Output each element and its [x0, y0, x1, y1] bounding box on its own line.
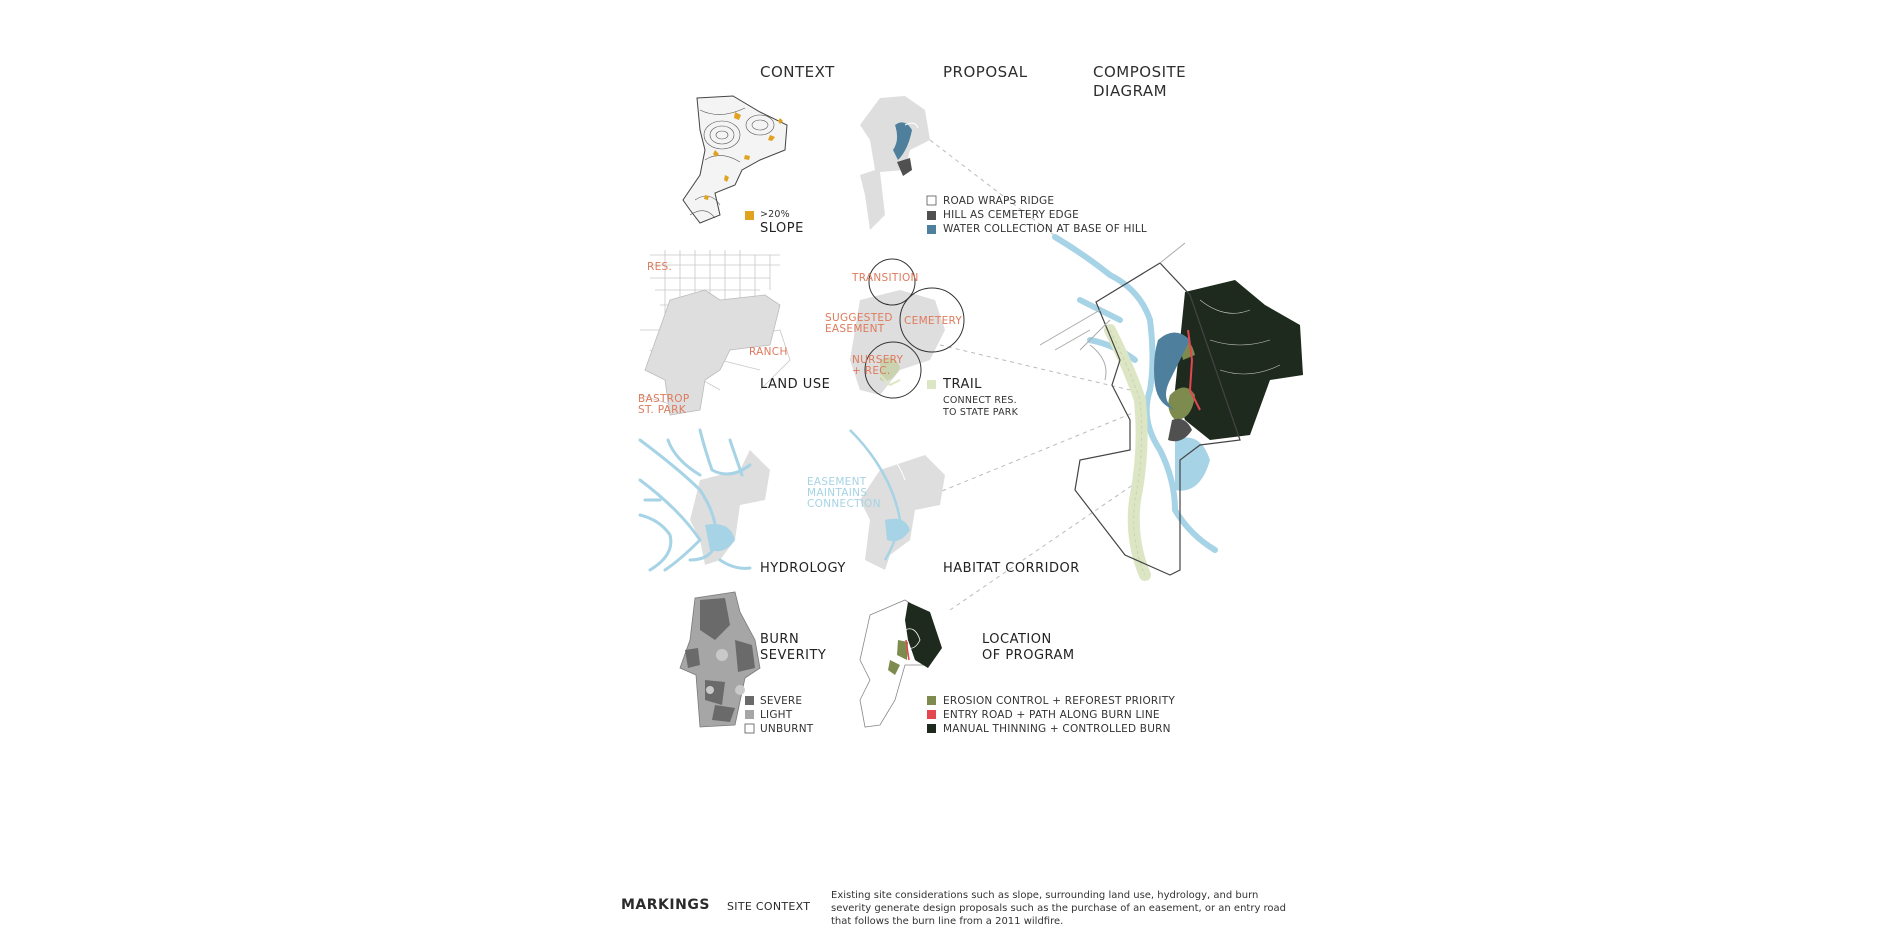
- connector-lines: [919, 139, 1141, 611]
- burn-severity-map: [679, 591, 761, 728]
- circle-label-cemetery: CEMETERY: [904, 315, 963, 327]
- trail-title: TRAIL: [943, 377, 982, 392]
- land-use-label-ranch: RANCH: [749, 346, 788, 358]
- hydrology-map: [638, 428, 770, 572]
- proposal-header: PROPOSAL: [943, 63, 1028, 81]
- program-legend-entry: ENTRY ROAD + PATH ALONG BURN LINE: [943, 709, 1160, 721]
- proposal-topo-map: [860, 96, 930, 230]
- circle-label-easement: EASEMENT: [825, 323, 885, 335]
- land-use-label-res: RES.: [647, 261, 673, 273]
- easement-line1: EASEMENT: [807, 476, 867, 488]
- circle-label-suggested: SUGGESTED: [825, 312, 893, 324]
- burn-title-line1: BURN: [760, 632, 800, 647]
- topo-legend-hill: HILL AS CEMETERY EDGE: [943, 209, 1079, 221]
- context-header: CONTEXT: [760, 63, 835, 81]
- slope-map: [682, 95, 788, 224]
- program-title-line2: OF PROGRAM: [982, 648, 1075, 663]
- composite-map: [1039, 234, 1303, 581]
- footer-subtitle: SITE CONTEXT: [727, 900, 811, 913]
- topo-legend-road: ROAD WRAPS RIDGE: [943, 195, 1055, 207]
- footer-title: MARKINGS: [621, 897, 710, 913]
- composite-header-line2: DIAGRAM: [1093, 82, 1168, 100]
- program-title-line1: LOCATION: [982, 632, 1052, 647]
- composite-header-line1: COMPOSITE: [1093, 63, 1187, 81]
- land-use-title: LAND USE: [760, 377, 831, 392]
- habitat-corridor-title: HABITAT CORRIDOR: [943, 561, 1080, 576]
- legend-swatches: [744, 195, 937, 734]
- topo-legend-water: WATER COLLECTION AT BASE OF HILL: [943, 223, 1147, 235]
- land-use-label-bastrop: BASTROP: [638, 393, 690, 405]
- trail-line1: CONNECT RES.: [943, 395, 1017, 406]
- burn-legend-severe: SEVERE: [760, 695, 803, 707]
- trail-line2: TO STATE PARK: [943, 407, 1019, 418]
- footer-description: Existing site considerations such as slo…: [831, 890, 1287, 927]
- program-legend-erosion: EROSION CONTROL + REFOREST PRIORITY: [943, 695, 1175, 707]
- land-use-label-state-park: ST. PARK: [638, 404, 686, 416]
- circle-label-transition: TRANSITION: [852, 272, 919, 284]
- circle-label-nursery: NURSERY: [852, 354, 904, 366]
- hydrology-title: HYDROLOGY: [760, 561, 846, 576]
- program-location-map: [859, 599, 942, 728]
- habitat-corridor-map: [849, 429, 945, 570]
- burn-legend-unburnt: UNBURNT: [760, 723, 814, 735]
- circle-label-rec: + REC.: [852, 365, 891, 377]
- easement-line3: CONNECTION: [807, 498, 881, 510]
- slope-title: SLOPE: [760, 221, 804, 236]
- slope-swatch: [745, 211, 754, 220]
- easement-line2: MAINTAINS: [807, 487, 868, 499]
- burn-legend-light: LIGHT: [760, 709, 793, 721]
- proposal-circles-map: [850, 258, 965, 399]
- land-use-map: [639, 250, 791, 416]
- burn-title-line2: SEVERITY: [760, 648, 827, 663]
- slope-legend-label: >20%: [760, 209, 790, 220]
- program-legend-thinning: MANUAL THINNING + CONTROLLED BURN: [943, 723, 1171, 735]
